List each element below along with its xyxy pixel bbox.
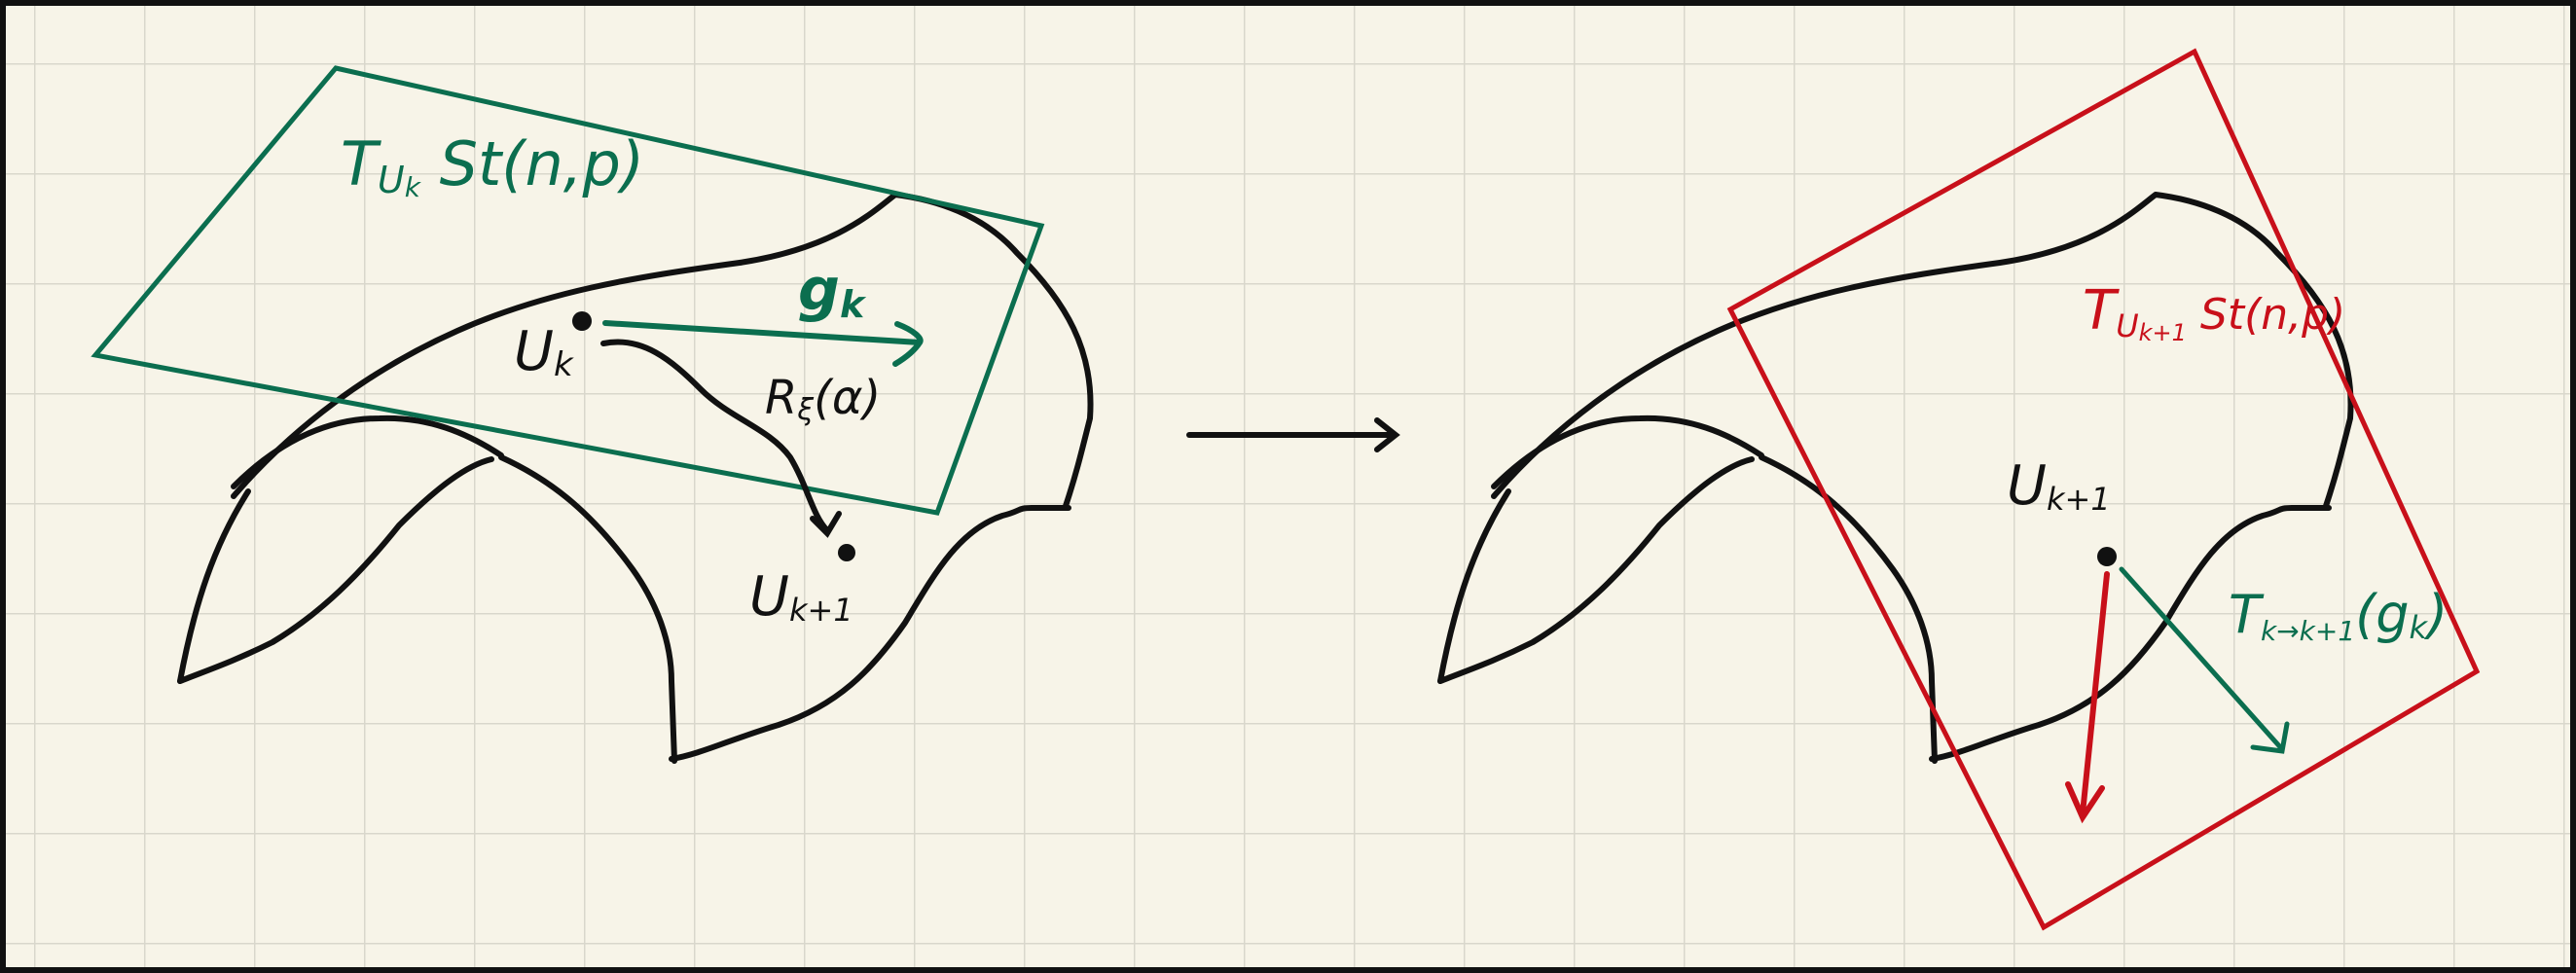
label-point-uk: Uk xyxy=(514,320,574,384)
label-tangent-space-k: TUk St(n,p) xyxy=(341,128,644,203)
red-arrow xyxy=(2065,571,2110,824)
tangent-plane-right xyxy=(1726,48,2481,931)
point-uk1-left xyxy=(838,544,855,561)
transition-arrow xyxy=(1186,417,1400,452)
transport-arrow xyxy=(2119,566,2290,754)
label-tangent-space-k1: TUk+1 St(n,p) xyxy=(2083,279,2345,346)
manifold-left xyxy=(177,192,1094,764)
tangent-plane-left xyxy=(91,65,1045,516)
retraction-curve xyxy=(600,339,842,538)
gradient-arrow xyxy=(602,320,924,367)
manifold-right xyxy=(1437,192,2354,764)
label-retraction: Rξ(α) xyxy=(765,371,881,427)
label-gradient: gk xyxy=(798,256,867,326)
point-uk1-right xyxy=(2097,547,2117,566)
point-uk xyxy=(572,311,592,331)
